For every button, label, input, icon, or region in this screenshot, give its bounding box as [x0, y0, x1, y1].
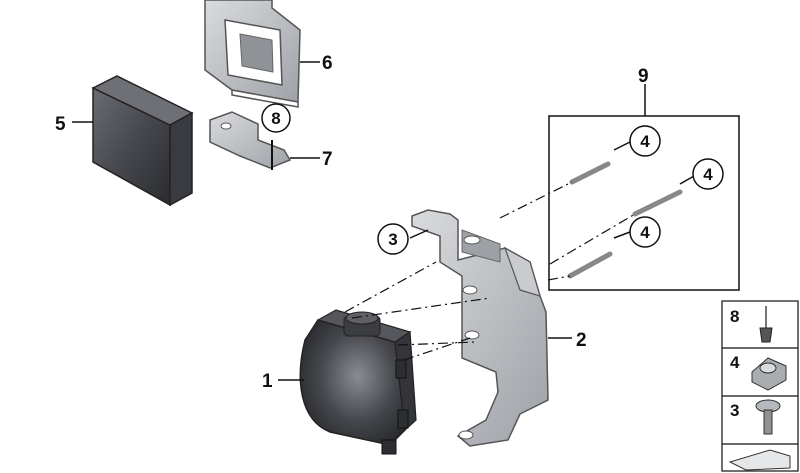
rivet-icon [759, 306, 773, 343]
callout-2: 2 [576, 330, 587, 351]
callout-8: 8 [261, 103, 291, 133]
callout-7: 7 [322, 149, 333, 170]
main-bracket-part [411, 209, 549, 447]
legend-label-3: 3 [730, 401, 739, 420]
callout-6: 6 [322, 53, 333, 74]
callout-3: 3 [377, 223, 409, 255]
callout-9: 9 [638, 66, 649, 87]
callout-1: 1 [262, 371, 273, 392]
kit-box [548, 115, 740, 291]
svg-text:4: 4 [703, 165, 713, 184]
legend-label-4: 4 [730, 353, 740, 372]
screws-part [567, 161, 683, 279]
control-module-part [91, 75, 194, 207]
callout-4-bottom: 4 [629, 216, 661, 248]
svg-text:8: 8 [271, 109, 280, 128]
clip-nut-icon [751, 357, 787, 391]
callout-4-top: 4 [629, 125, 661, 157]
callout-5: 5 [55, 114, 66, 135]
legend-label-8: 8 [730, 307, 739, 326]
small-bracket-part [209, 111, 292, 170]
svg-text:4: 4 [640, 132, 650, 151]
sensor-part [299, 309, 417, 455]
bracket-frame-part [204, 0, 301, 108]
svg-text:4: 4 [640, 223, 650, 242]
callout-4-mid: 4 [692, 158, 724, 190]
screw-icon [755, 399, 781, 435]
fastener-legend: 8 4 3 [721, 300, 799, 472]
svg-text:3: 3 [388, 230, 397, 249]
assembly-lines [344, 181, 636, 361]
leader-lines [72, 61, 695, 381]
